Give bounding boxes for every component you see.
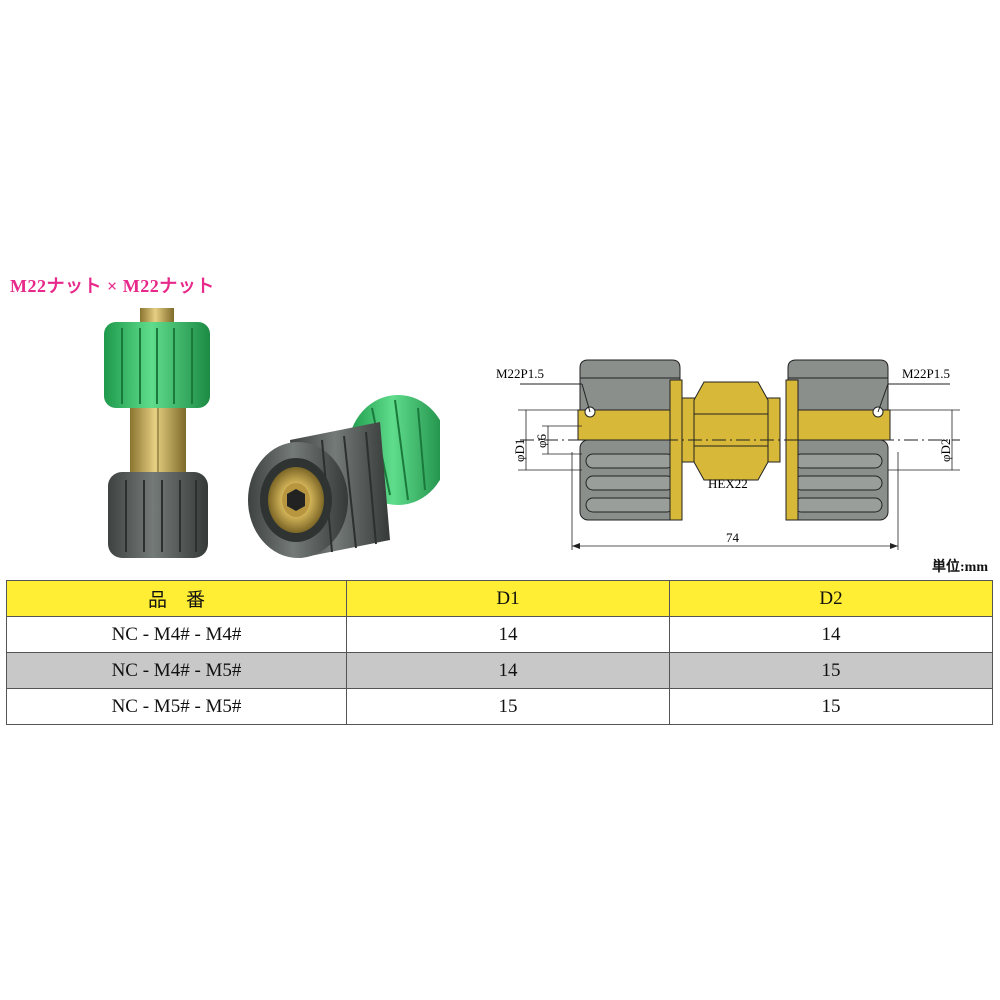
coupler-upright (104, 308, 210, 558)
thread-label-right: M22P1.5 (902, 366, 950, 381)
cell-d2: 15 (669, 688, 993, 725)
d1-label: φD1 (512, 439, 527, 462)
length-label: 74 (726, 530, 740, 545)
cell-part-number: NC - M4# - M5# (6, 652, 347, 689)
product-title: M22ナット × M22ナット (10, 276, 215, 296)
header-d2: D2 (669, 580, 993, 617)
header-d1: D1 (346, 580, 670, 617)
d6-label: φ6 (534, 433, 549, 448)
cell-d1: 15 (346, 688, 670, 725)
d2-label: φD2 (938, 439, 953, 462)
table-row: NC - M4# - M5# 14 15 (6, 652, 993, 689)
cell-part-number: NC - M5# - M5# (6, 688, 347, 725)
left-nut (577, 359, 683, 521)
cell-part-number: NC - M4# - M4# (6, 616, 347, 653)
hex-body (681, 381, 781, 481)
cell-d1: 14 (346, 652, 670, 689)
product-photo (104, 308, 440, 558)
table-row: NC - M5# - M5# 15 15 (6, 688, 993, 725)
header-part-number: 品 番 (6, 580, 347, 617)
thread-label-left: M22P1.5 (496, 366, 544, 381)
table-header-row: 品 番 D1 D2 (6, 580, 993, 617)
hex-label: HEX22 (708, 476, 748, 491)
right-nut (785, 359, 891, 521)
table-row: NC - M4# - M4# 14 14 (6, 616, 993, 653)
cross-section-diagram: M22P1.5 M22P1.5 φD1 φ6 φD2 HEX22 74 (496, 359, 960, 550)
unit-note: 単位:mm (932, 560, 988, 575)
cell-d2: 15 (669, 652, 993, 689)
cell-d1: 14 (346, 616, 670, 653)
coupler-tilted (248, 395, 440, 558)
cell-d2: 14 (669, 616, 993, 653)
spec-table: 品 番 D1 D2 NC - M4# - M4# 14 14 NC - M4# … (6, 580, 993, 725)
